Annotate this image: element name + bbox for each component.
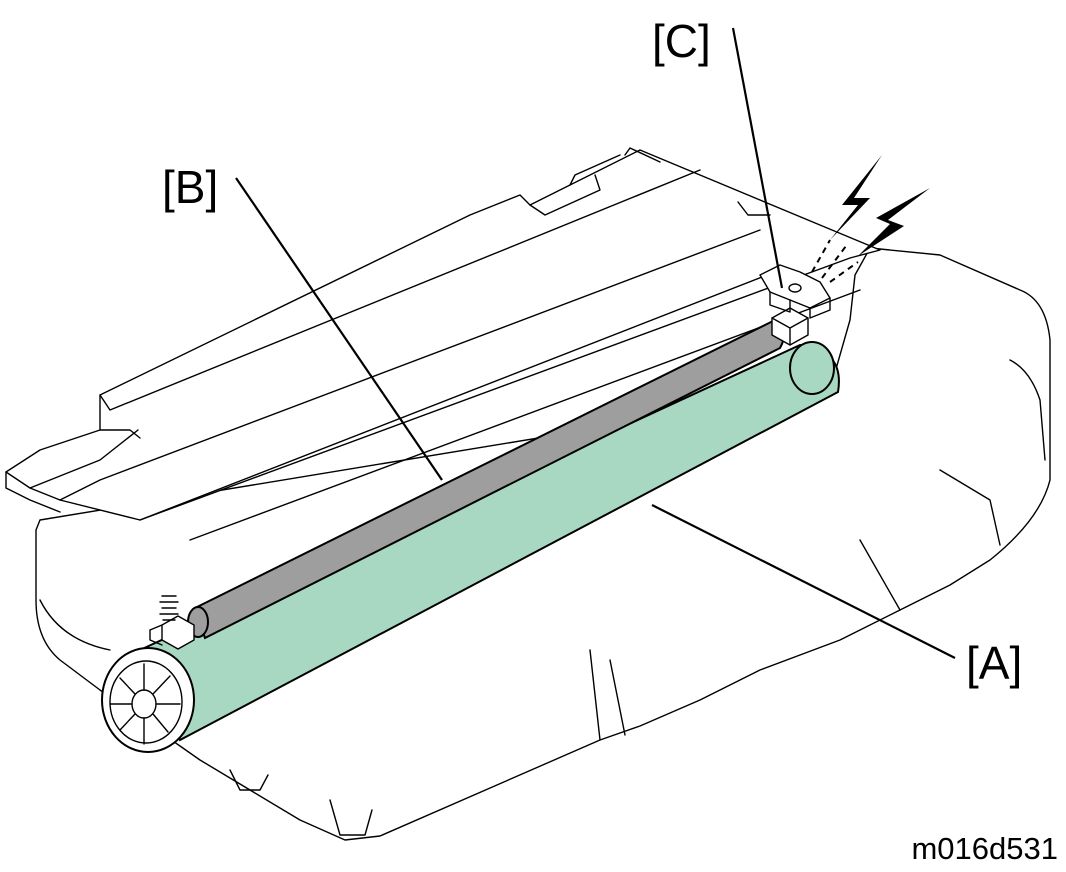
callout-label-b: [B] [162,161,219,213]
spring-icon [159,595,179,621]
leader-line-c [731,27,784,289]
drum-end-cap [789,341,835,395]
terminal-c [759,239,859,319]
charge-roller-b [149,307,809,650]
gear-icon [101,647,195,753]
spark-icon [858,188,930,256]
leader-line-a [651,504,956,659]
drum-a [101,341,840,753]
callout-label-c: [C] [652,15,711,67]
figure-code: m016d531 [911,831,1058,866]
top-cover [5,147,881,541]
spark-icon [830,155,882,240]
leader-line-b [235,177,443,481]
callout-label-a: [A] [966,637,1023,689]
